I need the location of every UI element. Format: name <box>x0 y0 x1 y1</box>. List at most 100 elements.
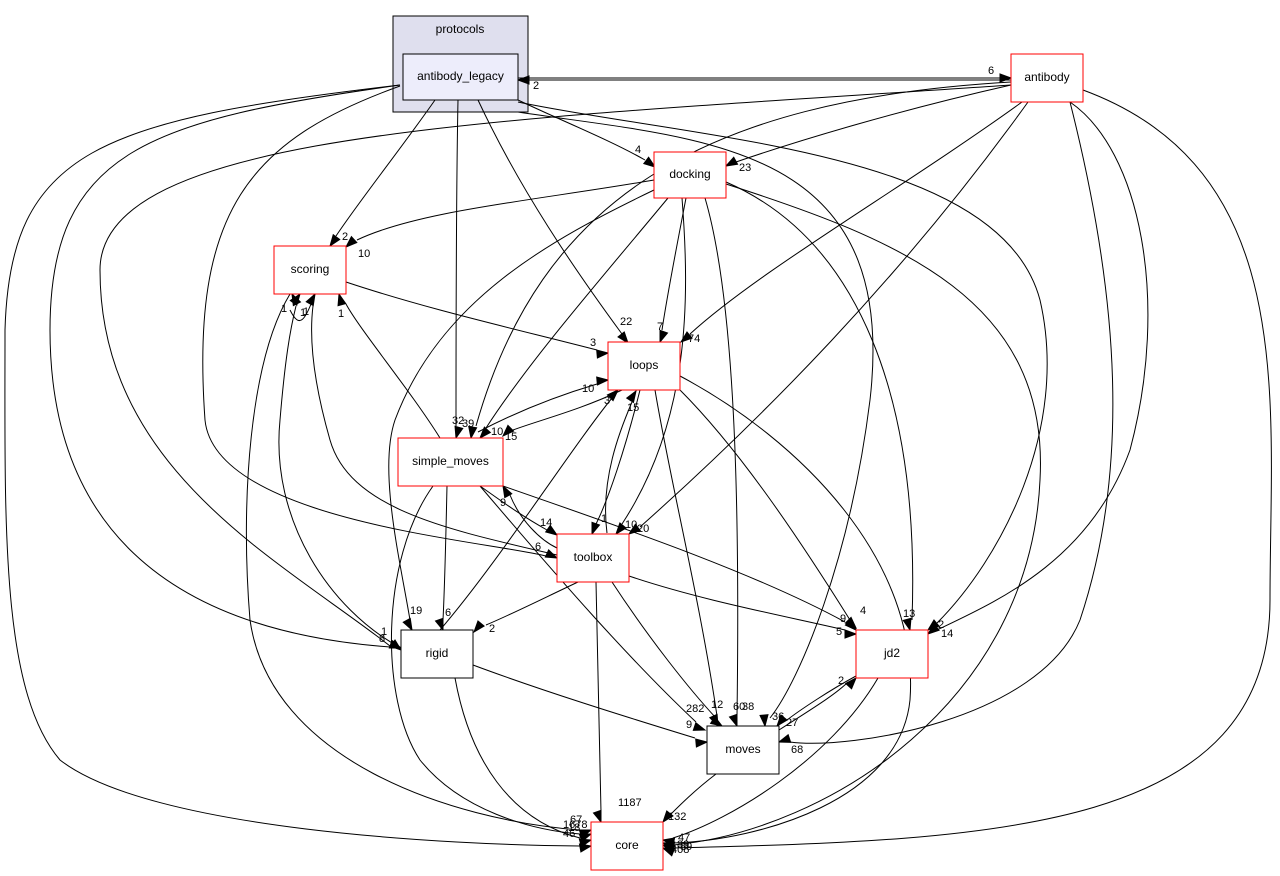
edge-5 <box>356 179 655 241</box>
arrowhead-52 <box>578 843 593 853</box>
arrowhead-26 <box>289 292 301 307</box>
edge-14 <box>475 81 1012 427</box>
arrowhead-45 <box>776 714 788 728</box>
arrowhead-33 <box>844 629 858 639</box>
arrowhead-30 <box>434 617 444 632</box>
node-docking[interactable]: docking <box>653 151 727 199</box>
arrowhead-10 <box>596 376 610 386</box>
edge-52 <box>4 84 581 847</box>
arrowhead-6 <box>617 331 629 345</box>
edge-42 <box>654 389 718 717</box>
edge-35 <box>725 181 914 621</box>
node-antibody-label: antibody <box>1024 70 1069 84</box>
edge-label-docking-scoring: 10 <box>358 248 370 260</box>
node-moves[interactable]: moves <box>706 725 780 775</box>
edge-30 <box>442 485 448 621</box>
edge-label-rigid-moves: 9 <box>686 719 692 731</box>
edge-49 <box>454 677 581 839</box>
edge-20 <box>595 389 641 525</box>
edge-47 <box>595 581 602 813</box>
arrowhead-8 <box>679 331 693 343</box>
edge-37 <box>936 101 1149 631</box>
edge-label-antibody-sm: 39 <box>462 418 474 430</box>
cluster-protocols-label: protocols <box>436 22 485 36</box>
node-scoring-label: scoring <box>291 262 330 276</box>
edge-13 <box>455 99 459 427</box>
node-rigid-label: rigid <box>426 646 449 660</box>
edge-38 <box>778 681 849 731</box>
edge-34 <box>679 389 851 621</box>
edge-33 <box>628 575 846 631</box>
edge-2 <box>517 99 646 161</box>
edge-17 <box>509 494 558 549</box>
node-jd2[interactable]: jd2 <box>855 629 929 679</box>
edge-label-toolbox-sm: 9 <box>500 497 506 509</box>
node-loops[interactable]: loops <box>607 341 681 391</box>
arrowhead-43 <box>728 713 738 728</box>
edge-label-al-jd2: 2 <box>938 619 944 631</box>
arrowhead-1 <box>516 75 530 85</box>
arrowhead-3 <box>724 156 739 167</box>
edge-29 <box>388 189 655 621</box>
arrowhead-37 <box>926 623 940 635</box>
arrowhead-38 <box>844 676 857 690</box>
arrowhead-47 <box>592 809 602 824</box>
edge-label-antibody-rigid: 8 <box>379 633 385 645</box>
arrowhead-5 <box>344 235 358 248</box>
arrowhead-29 <box>402 617 413 632</box>
edge-label-rigid-scoring: 1 <box>303 306 309 318</box>
edge-label-toolbox-rigid: 2 <box>489 623 495 635</box>
edge-label-antibody-toolbox: 20 <box>637 523 649 535</box>
arrowhead-18 <box>544 548 559 559</box>
node-simple-moves-label: simple_moves <box>412 454 489 468</box>
node-rigid[interactable]: rigid <box>400 629 474 679</box>
edge-label-antibody-moves: 68 <box>791 744 803 756</box>
edge-label-scoring-rigid-1: 1 <box>281 303 287 315</box>
edge-label-docking-toolbox: 10 <box>625 519 637 531</box>
edge-7 <box>661 197 687 331</box>
node-toolbox[interactable]: toolbox <box>556 533 630 583</box>
edge-label-docking-rigid: 19 <box>410 605 422 617</box>
edge-label-jd2-moves: 27 <box>786 717 798 729</box>
edge-18 <box>202 85 547 557</box>
node-docking-label: docking <box>669 167 710 181</box>
edge-label-antibody-core: 408 <box>671 844 689 856</box>
edge-label-rigid-core: 67 <box>570 814 582 826</box>
node-simple-moves[interactable]: simple_moves <box>397 437 504 487</box>
edge-3 <box>735 84 1012 163</box>
edge-label-al-antibody: 6 <box>988 65 994 77</box>
node-loops-label: loops <box>630 358 659 372</box>
edge-48 <box>669 773 717 816</box>
edge-label-loops-sm: 15 <box>505 431 517 443</box>
node-moves-label: moves <box>725 742 760 756</box>
edge-15 <box>485 197 669 429</box>
edge-label-antibody-docking: 23 <box>739 162 751 174</box>
arrowhead-21 <box>615 522 627 536</box>
arrowhead-22 <box>627 523 642 535</box>
node-antibody-legacy[interactable]: antibody_legacy <box>402 53 519 101</box>
edge-32 <box>502 485 846 623</box>
arrowhead-48 <box>662 810 674 824</box>
node-scoring[interactable]: scoring <box>273 245 347 295</box>
arrowhead-13 <box>454 425 464 440</box>
edge-label-al-core: 18 <box>568 822 580 834</box>
edge-label-al-scoring: 2 <box>342 231 348 243</box>
edge-51 <box>245 293 581 831</box>
edge-8 <box>689 101 1023 335</box>
edge-label-al-sm: 32 <box>452 415 464 427</box>
arrowhead-14 <box>468 425 478 440</box>
edge-label-al-toolbox: 6 <box>535 541 541 553</box>
edge-label-sm-jd2: 9 <box>840 613 846 625</box>
arrowhead-56 <box>661 847 676 857</box>
edge-22 <box>639 101 1029 528</box>
edge-46 <box>789 101 1114 744</box>
edge-9 <box>345 281 598 351</box>
arrowhead-11 <box>625 389 637 404</box>
node-antibody[interactable]: antibody <box>1010 53 1084 103</box>
arrowhead-51 <box>578 829 593 839</box>
edge-label-sm-toolbox: 14 <box>540 517 552 529</box>
edge-label-toolbox-moves: 12 <box>711 699 723 711</box>
arrowhead-16 <box>501 424 515 438</box>
node-core[interactable]: core <box>590 821 664 871</box>
